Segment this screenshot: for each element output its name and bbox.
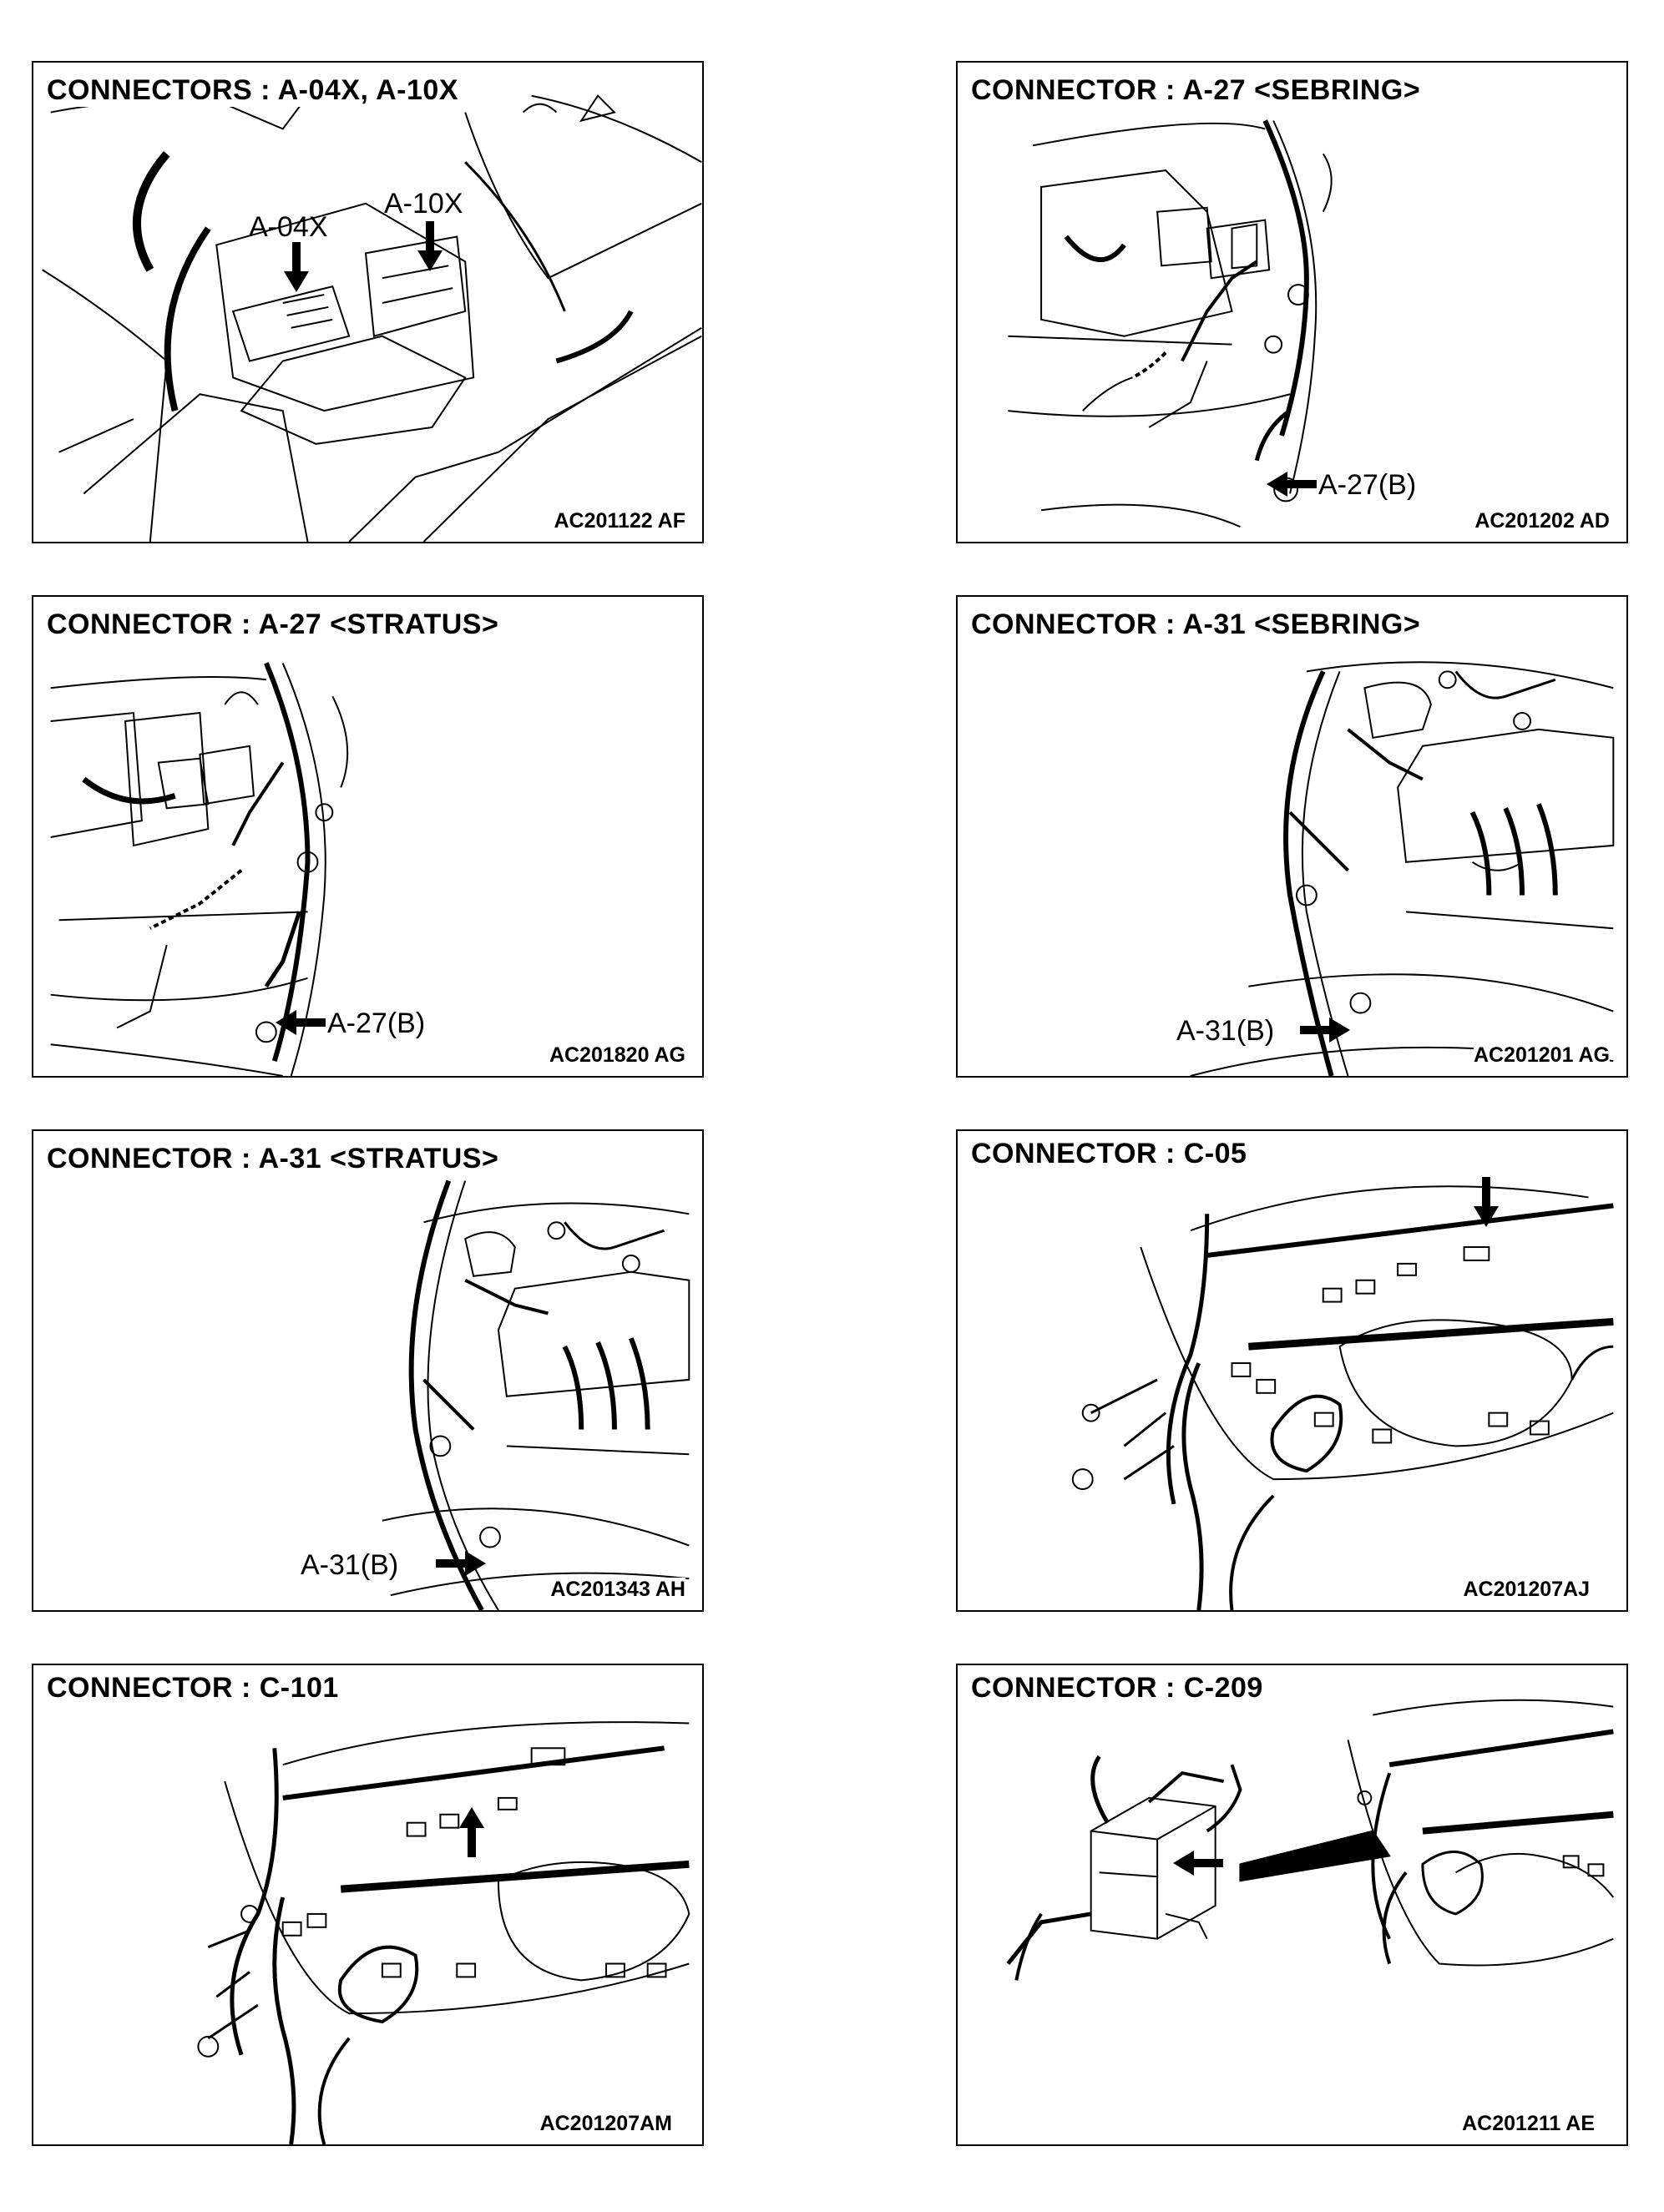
figure-code: AC201122 AF bbox=[554, 509, 685, 533]
arrow-icon bbox=[459, 1807, 484, 1857]
diagram-panel-a31-sebring: CONNECTOR : A-31 <SEBRING> A-31(B) AC201… bbox=[956, 595, 1628, 1078]
arrow-icon bbox=[417, 221, 443, 271]
connector-callout-a27b: A-27(B) bbox=[327, 1008, 426, 1039]
figure-code: AC201820 AG bbox=[549, 1043, 685, 1068]
panel-title: CONNECTOR : C-05 bbox=[971, 1138, 1247, 1170]
panel-title: CONNECTOR : C-209 bbox=[971, 1672, 1263, 1704]
figure-code: AC201211 AE bbox=[1462, 2112, 1595, 2136]
front-bumper-wiring-illustration bbox=[50, 662, 349, 1076]
diagram-panel-c209: CONNECTOR : C-209 AC201211 AE bbox=[956, 1664, 1628, 2146]
diagram-panel-a27-sebring: CONNECTOR : A-27 <SEBRING> A-27(B) AC201… bbox=[956, 61, 1628, 543]
front-bumper-wiring-illustration bbox=[1008, 119, 1333, 528]
connector-callout-a31b: A-31(B) bbox=[1176, 1015, 1275, 1047]
arrow-icon bbox=[1300, 1018, 1350, 1043]
panel-title: CONNECTOR : A-31 <SEBRING> bbox=[971, 609, 1421, 641]
arrow-icon bbox=[276, 1010, 326, 1035]
diagram-panel-c101: CONNECTOR : C-101 AC201207AM bbox=[32, 1664, 704, 2146]
arrow-icon bbox=[436, 1551, 486, 1576]
arrow-icon bbox=[284, 242, 309, 292]
connector-callout-a31b: A-31(B) bbox=[301, 1549, 399, 1581]
diagram-panel-c05: CONNECTOR : C-05 AC201207AJ bbox=[956, 1129, 1628, 1612]
figure-code: AC201343 AH bbox=[550, 1578, 685, 1602]
panel-title: CONNECTORS : A-04X, A-10X bbox=[47, 74, 458, 107]
connector-callout-a27b: A-27(B) bbox=[1318, 469, 1417, 501]
front-bumper-wiring-illustration bbox=[382, 1179, 690, 1610]
diagram-panel-a31-stratus: CONNECTOR : A-31 <STRATUS> A-31(B) AC201… bbox=[32, 1129, 704, 1612]
panel-title: CONNECTOR : A-27 <SEBRING> bbox=[971, 74, 1421, 107]
figure-code: AC201202 AD bbox=[1474, 509, 1610, 533]
diagram-panel-a27-stratus: CONNECTOR : A-27 <STRATUS> A-27(B) AC201… bbox=[32, 595, 704, 1078]
panel-title: CONNECTOR : A-31 <STRATUS> bbox=[47, 1143, 499, 1175]
panel-title: CONNECTOR : A-27 <STRATUS> bbox=[47, 609, 499, 641]
figure-code: AC201207AJ bbox=[1463, 1578, 1590, 1602]
connector-detail-illustration bbox=[1006, 1699, 1615, 1981]
connector-callout-a10x: A-10X bbox=[384, 188, 463, 220]
instrument-panel-wiring-illustration bbox=[197, 1721, 690, 2144]
diagram-panel-a04x-a10x: CONNECTORS : A-04X, A-10X A-04X A-10X AC… bbox=[32, 61, 704, 543]
figure-code: AC201201 AG bbox=[1473, 1043, 1610, 1068]
engine-bay-fuse-box-illustration bbox=[42, 94, 702, 542]
arrow-icon bbox=[1474, 1177, 1499, 1227]
instrument-panel-wiring-illustration bbox=[1071, 1185, 1614, 1610]
connector-callout-a04x: A-04X bbox=[249, 211, 328, 243]
arrow-icon bbox=[1267, 472, 1317, 497]
front-bumper-wiring-illustration bbox=[1190, 661, 1615, 1076]
panel-title: CONNECTOR : C-101 bbox=[47, 1672, 339, 1704]
figure-code: AC201207AM bbox=[539, 2112, 672, 2136]
arrow-icon bbox=[1173, 1851, 1223, 1876]
